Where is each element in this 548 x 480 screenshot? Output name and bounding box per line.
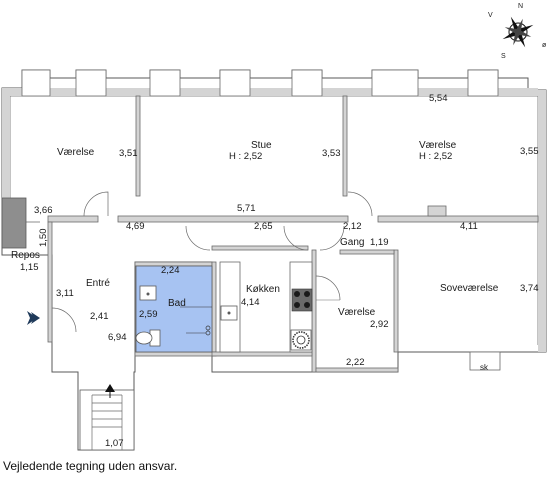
dim-1-07: 1,07 <box>105 438 124 449</box>
dim-3-11: 3,11 <box>56 288 74 299</box>
dim-2-59: 2,59 <box>139 309 158 320</box>
door-swings <box>51 191 373 333</box>
dim-3-53: 3,53 <box>322 148 341 159</box>
dim-3-74: 3,74 <box>520 283 539 294</box>
closet-label-sk: sk <box>480 363 489 372</box>
compass-v-label: V <box>488 12 493 19</box>
room-height-vaerelse-right: H : 2,52 <box>419 151 452 162</box>
dim-4-14: 4,14 <box>241 297 260 308</box>
compass-rose-icon <box>502 16 534 48</box>
dim-2-92: 2,92 <box>370 319 389 330</box>
room-label-sovevaerelse: Soveværelse <box>440 283 499 294</box>
dim-2-12: 2,12 <box>343 221 362 232</box>
dim-4-11: 4,11 <box>460 221 478 232</box>
dim-2-22: 2,22 <box>346 357 365 368</box>
dim-5-54: 5,54 <box>429 93 448 104</box>
room-label-vaerelse-small: Værelse <box>338 307 376 318</box>
dim-4-69: 4,69 <box>126 221 145 232</box>
disclaimer-text: Vejledende tegning uden ansvar. <box>3 459 178 473</box>
dim-2-41: 2,41 <box>90 311 109 322</box>
dim-6-94: 6,94 <box>108 332 127 343</box>
compass-n-label: N <box>518 3 523 10</box>
dim-3-55: 3,55 <box>520 146 539 157</box>
sink-icon <box>139 285 157 301</box>
room-label-kokken: Køkken <box>246 284 280 295</box>
dim-3-66: 3,66 <box>34 205 53 216</box>
dim-2-65: 2,65 <box>254 221 273 232</box>
stair-arrow-icon <box>105 384 115 392</box>
dim-1-19: 1,19 <box>370 237 389 248</box>
dim-5-71: 5,71 <box>237 203 256 214</box>
fan-icon <box>290 329 312 351</box>
dim-1-15: 1,15 <box>20 262 39 273</box>
dim-3-51: 3,51 <box>119 148 138 159</box>
stove-icon <box>291 288 313 312</box>
entry-arrow-icon <box>27 311 37 325</box>
sink-icon <box>220 305 238 321</box>
dimension-labels: 5,54 3,51 3,53 3,55 3,66 5,71 4,69 2,12 … <box>20 93 539 449</box>
toilet-icon <box>135 329 161 347</box>
dim-2-24: 2,24 <box>161 265 180 276</box>
washer-marker-icon <box>186 325 211 336</box>
room-label-vaerelse-right: Værelse <box>419 140 457 151</box>
compass-o-label: ø <box>542 42 547 49</box>
room-label-entre: Entré <box>86 278 110 289</box>
room-label-vaerelse-left: Værelse <box>57 147 95 158</box>
stair-run <box>79 389 135 451</box>
dim-1-50: 1,50 <box>38 229 49 248</box>
room-label-stue: Stue <box>251 140 272 151</box>
room-label-bad: Bad <box>168 298 186 309</box>
room-height-stue: H : 2,52 <box>229 151 262 162</box>
compass-s-label: S <box>501 53 506 60</box>
floor-plan: N V ø S Værelse Stue H : 2,52 Værelse H … <box>1 3 547 451</box>
room-label-repos: Repos <box>11 250 40 261</box>
room-label-gang: Gang <box>340 237 364 248</box>
